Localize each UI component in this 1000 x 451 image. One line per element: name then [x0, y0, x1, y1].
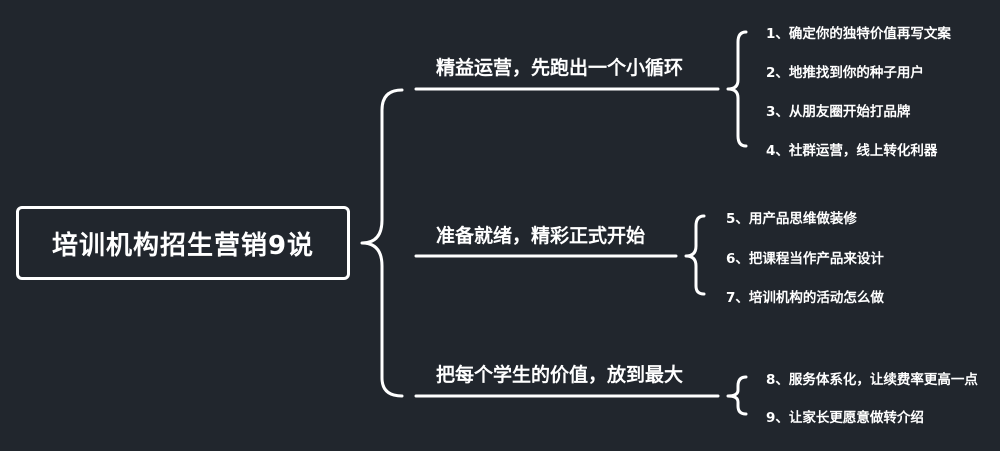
- branch-1-brace: [726, 30, 748, 148]
- branch-2-label: 准备就绪，精彩正式开始: [436, 225, 646, 247]
- root-title: 培训机构招生营销9说: [51, 230, 315, 261]
- root-node: 培训机构招生营销9说: [16, 206, 350, 280]
- list-item: 5、用产品思维做装修: [726, 211, 857, 227]
- list-item: 7、培训机构的活动怎么做: [726, 290, 884, 306]
- list-item: 2、地推找到你的种子用户: [766, 65, 924, 81]
- list-item: 9、让家长更愿意做转介绍: [766, 410, 924, 426]
- list-item: 6、把课程当作产品来设计: [726, 251, 884, 267]
- branch-2-brace: [684, 214, 706, 296]
- list-item: 8、服务体系化，让续费率更高一点: [766, 372, 978, 388]
- list-item: 3、从朋友圈开始打品牌: [766, 104, 911, 120]
- list-item: 1、确定你的独特价值再写文案: [766, 26, 951, 42]
- branch-3-brace: [726, 375, 748, 416]
- main-brace: [360, 88, 404, 398]
- list-item: 4、社群运营，线上转化利器: [766, 143, 938, 159]
- branch-3-label: 把每个学生的价值，放到最大: [436, 364, 684, 386]
- branch-1-label: 精益运营，先跑出一个小循环: [436, 57, 684, 79]
